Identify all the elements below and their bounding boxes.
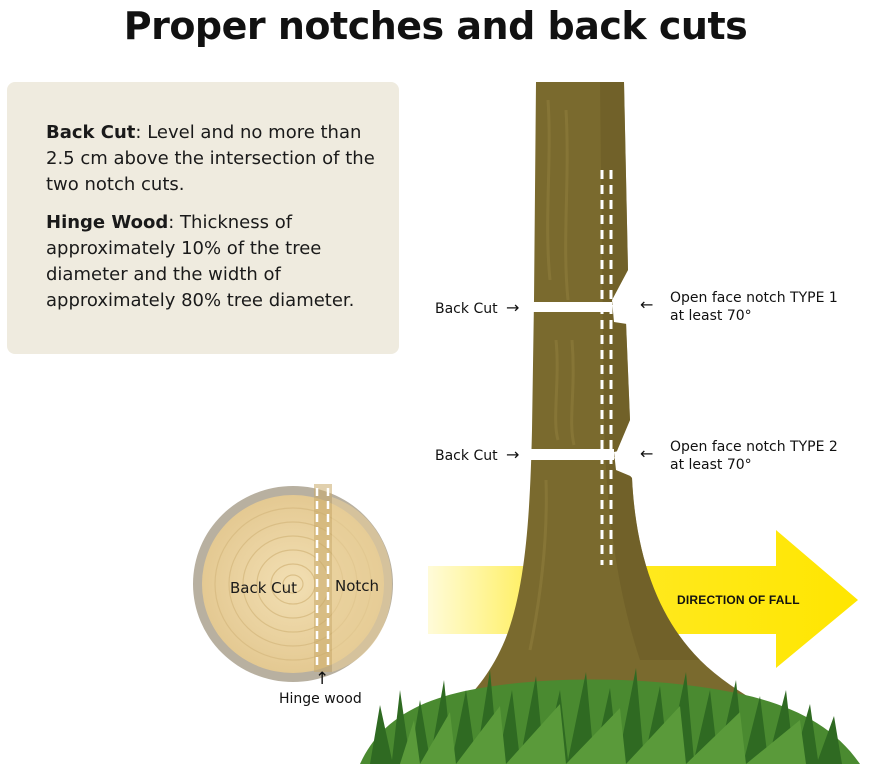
notch-type1-label: ← Open face notch TYPE 1 at least 70° bbox=[640, 289, 838, 325]
back-cut-definition: Back Cut: Level and no more than 2.5 cm … bbox=[46, 120, 376, 198]
arrow-left-icon: ← bbox=[640, 444, 654, 463]
info-panel: Back Cut: Level and no more than 2.5 cm … bbox=[7, 82, 399, 354]
back-cut-text: : Level and no more than 2.5 cm above th… bbox=[46, 122, 375, 195]
hinge-wood-text: : Thickness of approximately 10% of the … bbox=[46, 212, 355, 311]
back-cut-term: Back Cut bbox=[46, 122, 136, 143]
grass bbox=[360, 668, 860, 764]
notch-type2-label: ← Open face notch TYPE 2 at least 70° bbox=[640, 438, 838, 474]
hinge-wood-definition: Hinge Wood: Thickness of approximately 1… bbox=[46, 210, 376, 314]
arrow-right-icon: → bbox=[506, 445, 520, 464]
hinge-wood-term: Hinge Wood bbox=[46, 212, 169, 233]
stump-back-cut-label: Back Cut bbox=[230, 579, 298, 597]
trunk-texture bbox=[528, 99, 576, 651]
direction-of-fall-label: DIRECTION OF FALL bbox=[677, 593, 800, 607]
notch-type1-line2: at least 70° bbox=[670, 308, 752, 324]
trunk-shading bbox=[600, 82, 700, 660]
notch-type2-wedge bbox=[614, 446, 640, 480]
page-title: Proper notches and back cuts bbox=[123, 4, 748, 48]
back-cut-1-label: Back Cut → bbox=[435, 298, 520, 317]
notch-type1-line1: Open face notch TYPE 1 bbox=[670, 290, 838, 306]
stump-notch-label: Notch bbox=[335, 577, 380, 595]
notch-type2-line2: at least 70° bbox=[670, 457, 752, 473]
hinge-wood-label: Hinge wood bbox=[279, 691, 362, 707]
notch-type2-line1: Open face notch TYPE 2 bbox=[670, 439, 838, 455]
arrow-left-icon: ← bbox=[640, 295, 654, 314]
back-cut-2-gap bbox=[528, 449, 614, 460]
notch-type1-wedge bbox=[612, 296, 640, 326]
hinge-wood-arrow: ↑ bbox=[315, 669, 329, 689]
back-cut-1-gap bbox=[530, 302, 612, 312]
stump-cross-section bbox=[193, 484, 393, 682]
back-cut-2-label: Back Cut → bbox=[435, 445, 520, 464]
arrow-right-icon: → bbox=[506, 298, 520, 317]
arrow-up-icon: ↑ bbox=[315, 669, 330, 689]
